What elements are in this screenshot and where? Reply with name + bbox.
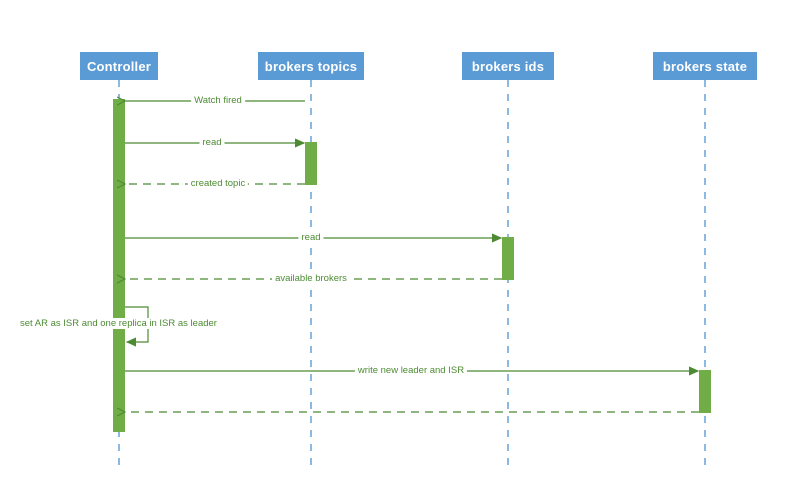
participant-brokers-ids[interactable]: brokers ids	[462, 52, 554, 80]
activation-bar-brokers-topics	[305, 142, 317, 185]
self-message-label-0: set AR as ISR and one replica in ISR as …	[20, 318, 217, 329]
participant-brokers-state[interactable]: brokers state	[653, 52, 757, 80]
participant-label: brokers state	[662, 58, 748, 74]
participant-brokers-topics[interactable]: brokers topics	[258, 52, 364, 80]
participant-label: brokers topics	[264, 58, 358, 74]
message-label-0: Watch fired	[191, 95, 245, 106]
message-label-4: available brokers	[272, 273, 350, 284]
activation-bar-controller	[113, 99, 125, 432]
activation-bar-brokers-state	[699, 370, 711, 413]
participant-label: brokers ids	[471, 58, 545, 74]
activation-bar-brokers-ids	[502, 237, 514, 280]
message-label-3: read	[298, 232, 324, 243]
message-label-1: read	[199, 137, 225, 148]
activation-bars-group	[113, 99, 711, 432]
participant-controller[interactable]: Controller	[80, 52, 158, 80]
message-label-5: write new leader and ISR	[354, 365, 468, 376]
participant-label: Controller	[86, 58, 152, 74]
message-label-2: created topic	[187, 178, 249, 189]
